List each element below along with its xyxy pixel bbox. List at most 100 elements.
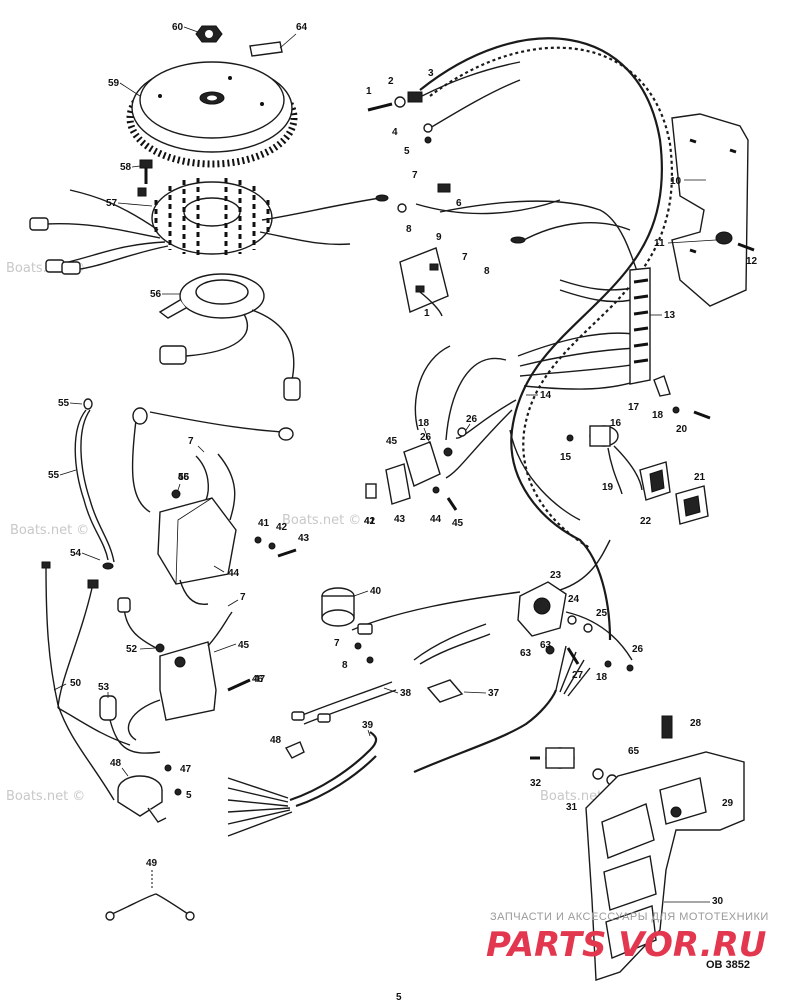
part-label: 18 — [652, 410, 664, 421]
part-label: 55 — [178, 472, 190, 483]
stator — [137, 178, 273, 256]
part-label: 14 — [540, 390, 552, 401]
bracket-10 — [671, 113, 755, 307]
key-switch-16 — [589, 425, 643, 495]
watermark-text: Boats.net © — [6, 789, 85, 804]
part-label: 13 — [664, 310, 676, 321]
part-label: 42 — [364, 516, 376, 527]
part-label: 26 — [466, 414, 478, 425]
ground-cable-51 — [105, 870, 195, 921]
part-label: 5 — [404, 146, 410, 157]
lead-wire-56 — [74, 398, 115, 570]
plate-21-22 — [639, 461, 709, 525]
rectifier-50 — [117, 775, 167, 823]
part-label: 41 — [364, 516, 376, 527]
primary-lead-54 — [99, 695, 161, 754]
part-label: 22 — [640, 516, 652, 527]
part-label: 27 — [572, 670, 584, 681]
part-label: 43 — [394, 514, 406, 525]
part-label: 7 — [462, 252, 468, 263]
part-label: 23 — [550, 570, 562, 581]
part-label: 1 — [366, 86, 372, 97]
part-label: 7 — [240, 592, 246, 603]
terminal-block-13 — [629, 267, 671, 397]
part-label: 41 — [258, 518, 270, 529]
part-label: 26 — [632, 644, 644, 655]
watermark-text: Boats.net © — [10, 523, 89, 538]
stator-leads — [29, 189, 389, 275]
part-label: 60 — [172, 22, 184, 33]
part-label: 6 — [456, 198, 462, 209]
part-label: 32 — [530, 778, 542, 789]
part-label: 25 — [596, 608, 608, 619]
shop-watermark-logo: PARTS VOR.RU — [486, 925, 766, 965]
part-label: 45 — [452, 518, 464, 529]
part-label: 46 — [252, 674, 264, 685]
part-label: 42 — [276, 522, 288, 533]
condenser-36 — [321, 587, 521, 635]
part-label: 29 — [722, 798, 734, 809]
starter-solenoid-23 — [517, 539, 634, 672]
terminal-board-9 — [399, 247, 449, 317]
part-label: 31 — [566, 802, 578, 813]
part-label: 21 — [694, 472, 706, 483]
part-label: 47 — [254, 674, 266, 685]
harness-35 — [227, 645, 591, 837]
part-number-labels: 60 59 64 58 57 56 55 55 54 50 53 48 47 5… — [48, 22, 758, 907]
part-label: 54 — [70, 548, 82, 559]
part-label: 43 — [298, 533, 310, 544]
watermark-layer: Boats.net © Boats.net © Boats.net © Boat… — [6, 261, 619, 804]
bracket-38-41 — [365, 441, 453, 505]
part-label: 63 — [540, 640, 552, 651]
part-label: 9 — [436, 232, 442, 243]
flywheel — [126, 61, 298, 168]
part-label: 17 — [628, 402, 640, 413]
part-label: 28 — [690, 718, 702, 729]
part-label: 65 — [628, 746, 640, 757]
part-label: 4 — [392, 127, 398, 138]
page-number: 5 — [396, 992, 402, 1003]
shop-watermark: ЗАПЧАСТИ И АКСЕССУАРЫ ДЛЯ МОТОТЕХНИКИ PA… — [486, 911, 769, 965]
figure-code: OB 3852 — [706, 959, 750, 971]
flywheel-nut — [195, 25, 223, 43]
part-label: 8 — [342, 660, 348, 671]
part-label: 16 — [610, 418, 622, 429]
stud-28 — [661, 715, 673, 739]
part-label: 12 — [746, 256, 758, 267]
part-label: 2 — [388, 76, 394, 87]
part-label: 57 — [106, 198, 118, 209]
shop-watermark-subtitle: ЗАПЧАСТИ И АКСЕССУАРЫ ДЛЯ МОТОТЕХНИКИ — [490, 911, 769, 923]
part-label: 18 — [418, 418, 430, 429]
part-label: 63 — [520, 648, 532, 659]
part-label: 39 — [362, 720, 374, 731]
part-label: 45 — [386, 436, 398, 447]
timer-base — [158, 273, 301, 401]
part-label: 56 — [150, 289, 162, 300]
part-label: 55 — [58, 398, 70, 409]
wire-with-terminals-1-5 — [367, 61, 521, 144]
part-label: 47 — [180, 764, 192, 775]
part-label: 7 — [334, 638, 340, 649]
lead-34 — [291, 681, 397, 725]
part-label: 1 — [424, 308, 430, 319]
part-label: 10 — [670, 176, 682, 187]
part-label: 3 — [428, 68, 434, 79]
part-label: 8 — [406, 224, 412, 235]
part-label: 45 — [238, 640, 250, 651]
part-label: 49 — [146, 858, 158, 869]
part-label: 8 — [484, 266, 490, 277]
part-label: 44 — [430, 514, 442, 525]
part-label: 46 — [178, 472, 190, 483]
part-label: 37 — [488, 688, 500, 699]
part-label: 19 — [602, 482, 614, 493]
part-label: 58 — [120, 162, 132, 173]
stator-screw — [139, 159, 153, 184]
part-label: 7 — [412, 170, 418, 181]
part-label: 26 — [420, 432, 432, 443]
power-pack-45 — [131, 407, 294, 606]
part-label: 30 — [712, 896, 724, 907]
part-label: 5 — [186, 790, 192, 801]
part-label: 50 — [70, 678, 82, 689]
part-label: 52 — [126, 644, 138, 655]
